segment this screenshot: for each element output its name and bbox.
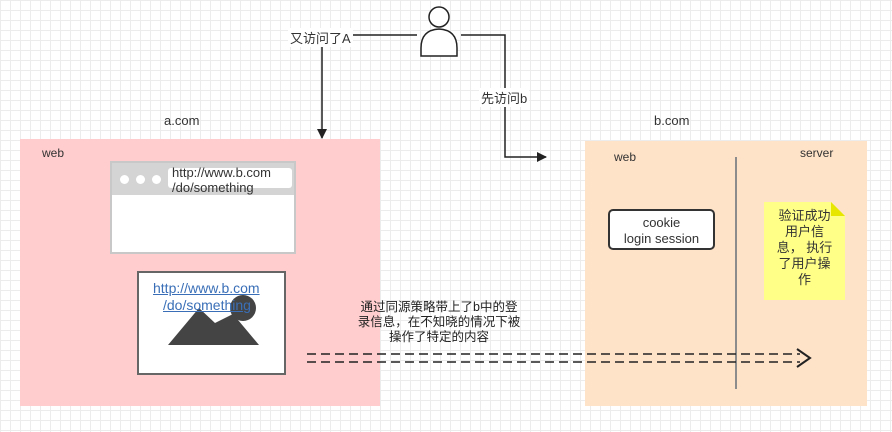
- login-session-label: login session: [623, 231, 700, 246]
- window-dot-icon: [120, 175, 129, 184]
- browser-window: http://www.b.com /do/something: [110, 161, 296, 254]
- site-b-domain-label: b.com: [654, 113, 690, 128]
- browser-toolbar: http://www.b.com /do/something: [112, 163, 294, 195]
- image-element: http://www.b.com /do/something: [137, 271, 286, 375]
- note-icon: [764, 202, 845, 300]
- attack-description: 通过同源策略带上了b中的登 录信息，在不知晓的情况下被 操作了特定的内容: [336, 300, 542, 345]
- address-url-line2: /do/something: [172, 180, 254, 195]
- visit-a-label: 又访问了A: [288, 28, 353, 47]
- site-a-domain-label: a.com: [164, 113, 200, 128]
- window-dot-icon: [136, 175, 145, 184]
- cookie-label: cookie: [642, 215, 681, 230]
- site-b-web-label: web: [614, 150, 637, 164]
- cookie-session-box: cookie login session: [608, 209, 715, 250]
- visit-b-label: 先访问b: [479, 88, 530, 107]
- site-a-web-label: web: [42, 146, 65, 160]
- image-link-line1[interactable]: http://www.b.com: [153, 280, 260, 296]
- address-bar: [168, 168, 292, 188]
- note-line: 息， 执行: [776, 240, 833, 255]
- description-line: 操作了特定的内容: [388, 330, 489, 344]
- user-icon: [420, 6, 458, 57]
- site-b-server-label: server: [800, 146, 834, 160]
- note-line: 用户信: [784, 224, 824, 239]
- address-url-line1: http://www.b.com: [172, 165, 271, 180]
- image-placeholder-icon: [168, 295, 259, 345]
- visit-a-arrow: [317, 34, 417, 139]
- csrf-request-arrow: [307, 348, 812, 368]
- note-line: 了用户操: [778, 256, 831, 271]
- image-link-line2[interactable]: /do/something: [163, 297, 251, 313]
- description-line: 通过同源策略带上了b中的登: [360, 300, 518, 314]
- web-server-divider: [735, 157, 737, 389]
- window-dot-icon: [152, 175, 161, 184]
- server-note-text: 验证成功 用户信 息， 执行 了用户操 作: [764, 208, 845, 288]
- note-line: 作: [797, 272, 811, 287]
- note-line: 验证成功: [778, 208, 831, 223]
- description-line: 录信息，在不知晓的情况下被: [357, 315, 521, 329]
